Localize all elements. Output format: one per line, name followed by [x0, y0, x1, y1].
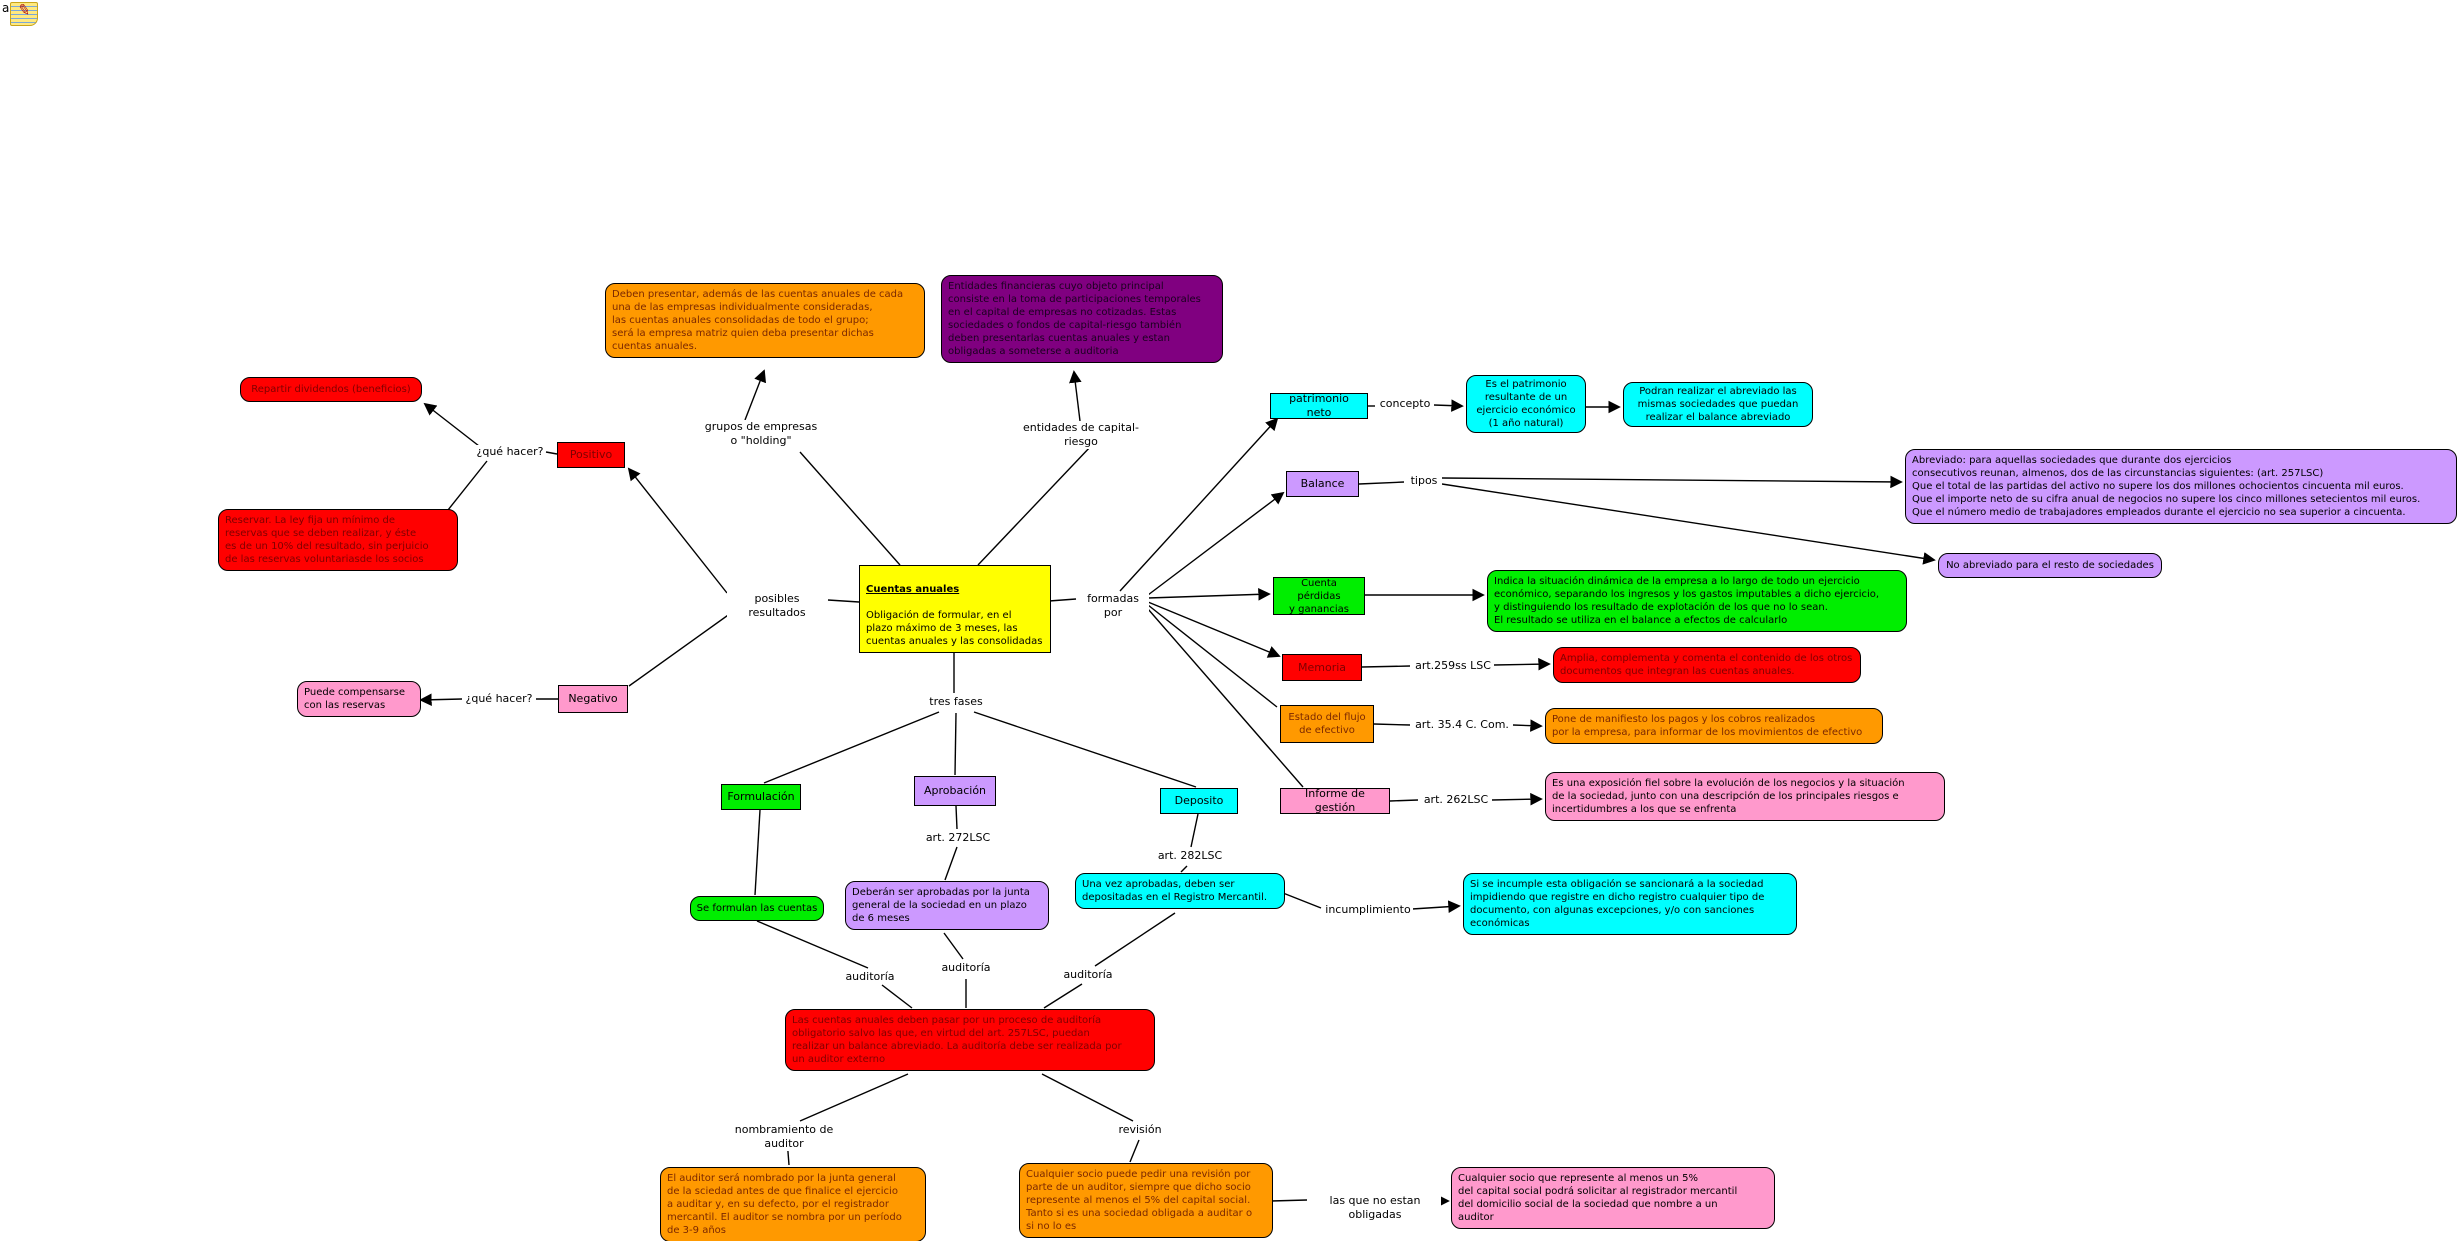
link-label-auditoria-1[interactable]: auditoría: [842, 970, 898, 984]
node-auditor-nombrado[interactable]: El auditor será nombrado por la junta ge…: [660, 1167, 926, 1241]
link-label-tres-fases[interactable]: tres fases: [926, 695, 986, 709]
pencil-icon: ✎: [16, 0, 33, 20]
link-label-art262[interactable]: art. 262LSC: [1421, 793, 1491, 807]
link-label-posibles-resultados[interactable]: posibles resultados: [727, 592, 827, 620]
node-aprobadas-def[interactable]: Deberán ser aprobadas por la junta gener…: [845, 881, 1049, 930]
link-label-art259[interactable]: art.259ss LSC: [1413, 659, 1493, 673]
node-no-abreviado[interactable]: No abreviado para el resto de sociedades: [1938, 553, 2162, 578]
annotation-note-icon[interactable]: a ✎: [2, 0, 39, 26]
link-label-concepto[interactable]: concepto: [1377, 397, 1433, 411]
note-pad-icon: ✎: [10, 0, 39, 26]
node-memoria-def[interactable]: Amplia, complementa y comenta el conteni…: [1553, 647, 1861, 683]
link-label-entidades-capital-riesgo[interactable]: entidades de capital-riesgo: [1010, 421, 1152, 449]
node-repartir-dividendos[interactable]: Repartir dividendos (beneficios): [240, 377, 422, 402]
node-reservar[interactable]: Reservar. La ley fija un mínimo de reser…: [218, 509, 458, 571]
node-depositadas-def[interactable]: Una vez aprobadas, deben ser depositadas…: [1075, 873, 1285, 909]
node-entidades-financieras[interactable]: Entidades financieras cuyo objeto princi…: [941, 275, 1223, 363]
node-cuenta-perdidas-ganancias[interactable]: Cuenta pérdidas y ganancias: [1273, 577, 1365, 615]
node-cuenta-pyg-def[interactable]: Indica la situación dinámica de la empre…: [1487, 570, 1907, 632]
node-cuentas-anuales-body: Obligación de formular, en el plazo máxi…: [866, 610, 1043, 647]
annotation-letter: a: [2, 1, 10, 15]
node-abreviado-def[interactable]: Abreviado: para aquellas sociedades que …: [1905, 449, 2457, 524]
node-aprobacion[interactable]: Aprobación: [914, 776, 996, 806]
node-se-formulan[interactable]: Se formulan las cuentas: [690, 896, 824, 921]
link-label-tipos[interactable]: tipos: [1406, 474, 1442, 488]
node-balance[interactable]: Balance: [1286, 471, 1359, 497]
link-label-art282[interactable]: art. 282LSC: [1155, 849, 1225, 863]
node-memoria[interactable]: Memoria: [1282, 654, 1362, 681]
link-label-grupos-de-empresas[interactable]: grupos de empresas o "holding": [701, 420, 821, 448]
node-socio-revision[interactable]: Cualquier socio puede pedir una revisión…: [1019, 1163, 1273, 1238]
link-label-auditoria-3[interactable]: auditoría: [1060, 968, 1116, 982]
link-label-nombramiento-auditor[interactable]: nombramiento de auditor: [714, 1123, 854, 1151]
node-estado-flujo-efectivo[interactable]: Estado del flujo de efectivo: [1280, 705, 1374, 743]
link-label-que-hacer-negativo[interactable]: ¿qué hacer?: [464, 692, 534, 706]
node-deben-presentar[interactable]: Deben presentar, además de las cuentas a…: [605, 283, 925, 358]
node-negativo[interactable]: Negativo: [558, 685, 628, 713]
node-deposito[interactable]: Deposito: [1160, 788, 1238, 814]
node-incumplimiento-def[interactable]: Si se incumple esta obligación se sancio…: [1463, 873, 1797, 935]
node-formulacion[interactable]: Formulación: [721, 784, 801, 810]
link-label-que-hacer-positivo[interactable]: ¿qué hacer?: [475, 445, 545, 459]
node-positivo[interactable]: Positivo: [557, 442, 625, 468]
link-label-auditoria-2[interactable]: auditoría: [938, 961, 994, 975]
node-abreviado-mismas-sociedades[interactable]: Podran realizar el abreviado las mismas …: [1623, 382, 1813, 427]
node-puede-compensarse[interactable]: Puede compensarse con las reservas: [297, 681, 421, 717]
node-flujo-def[interactable]: Pone de manifiesto los pagos y los cobro…: [1545, 708, 1883, 744]
node-patrimonio-def[interactable]: Es el patrimonio resultante de un ejerci…: [1466, 375, 1586, 433]
node-cuentas-anuales-title: Cuentas anuales: [866, 584, 960, 595]
node-informe-gestion[interactable]: Informe de gestión: [1280, 787, 1390, 814]
node-auditoria-def[interactable]: Las cuentas anuales deben pasar por un p…: [785, 1009, 1155, 1071]
link-label-formadas-por[interactable]: formadas por: [1077, 592, 1149, 620]
node-informe-def[interactable]: Es una exposición fiel sobre la evolució…: [1545, 772, 1945, 821]
node-patrimonio-neto[interactable]: patrimonio neto: [1270, 392, 1368, 419]
link-label-art354[interactable]: art. 35.4 C. Com.: [1412, 718, 1512, 732]
link-label-art272[interactable]: art. 272LSC: [923, 831, 993, 845]
link-label-incumplimiento[interactable]: incumplimiento: [1323, 903, 1413, 917]
link-label-las-que-no-obligadas[interactable]: las que no estan obligadas: [1309, 1194, 1441, 1222]
link-label-revision[interactable]: revisión: [1112, 1123, 1168, 1137]
node-socio-5pct[interactable]: Cualquier socio que represente al menos …: [1451, 1167, 1775, 1229]
